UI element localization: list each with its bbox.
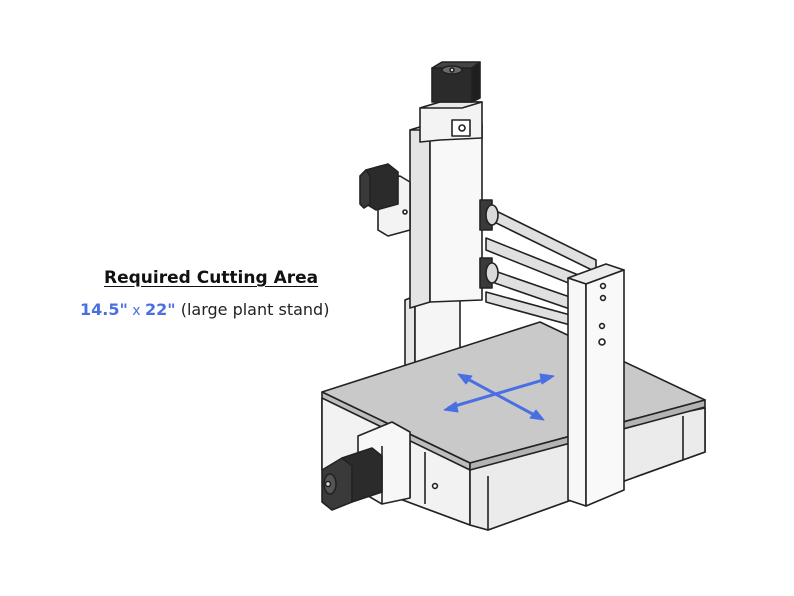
cutting-area-heading: Required Cutting Area: [104, 268, 319, 288]
x-axis-stepper-motor: [359, 163, 399, 211]
length-value: 22": [145, 300, 176, 319]
dimension-note: (large plant stand): [180, 300, 330, 319]
z-axis-housing: [409, 123, 483, 309]
cutting-area-dimensions: 14.5" x 22" (large plant stand): [80, 300, 329, 319]
z-axis-stepper-motor: [431, 61, 481, 103]
dimension-separator: x: [127, 303, 145, 319]
motion-arrows-icon: [443, 373, 555, 421]
linear-bearings: [479, 199, 499, 289]
z-axis-motor-mount: [419, 101, 483, 143]
width-value: 14.5": [80, 300, 128, 319]
front-support-post: [567, 263, 625, 507]
y-axis-stepper-motor: [321, 447, 383, 511]
